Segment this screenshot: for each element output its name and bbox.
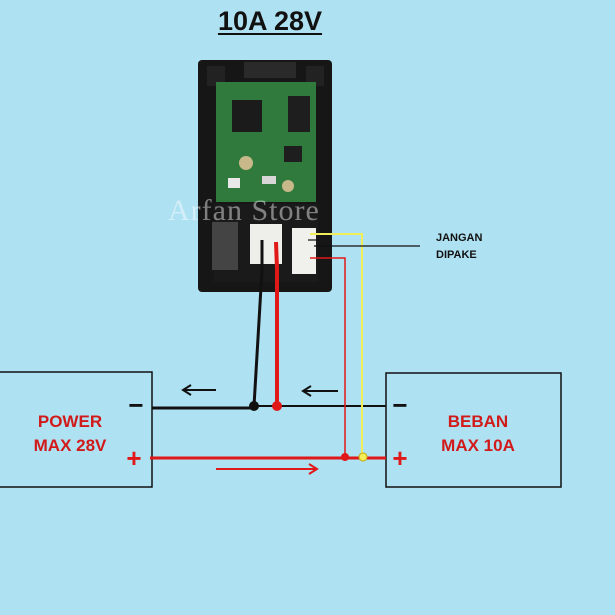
arrow-left-black-2 — [301, 385, 338, 397]
junction-yellow — [358, 452, 368, 462]
chip-side — [288, 96, 310, 132]
housing-tab — [244, 62, 296, 78]
load-box — [385, 372, 562, 488]
load-negative-sign: − — [392, 390, 407, 420]
load-label-line2: MAX 10A — [441, 436, 515, 455]
load-label-line1: BEBAN — [447, 412, 509, 431]
chip-main — [232, 100, 262, 132]
load-label: BEBAN MAX 10A — [418, 410, 538, 458]
wire-red-thin — [310, 257, 346, 456]
housing-clip-right — [306, 66, 324, 86]
load-positive-sign: + — [392, 443, 407, 473]
power-box — [0, 371, 153, 488]
junction-red — [272, 401, 282, 411]
trimmer-bottom — [282, 180, 294, 192]
diagram-title: 10A 28V — [217, 6, 323, 36]
trimmer-top — [239, 156, 253, 170]
unused-wire-note: JANGAN DIPAKE — [436, 230, 506, 264]
arrow-right-red — [216, 463, 319, 475]
wire-yellow — [310, 233, 363, 456]
shunt-block — [212, 222, 238, 270]
housing-clip-left — [207, 66, 225, 86]
junction-black — [249, 401, 259, 411]
power-label-line2: MAX 28V — [33, 436, 107, 455]
store-watermark: Arfan Store — [168, 194, 320, 227]
wire-red-thick — [274, 241, 279, 405]
connector-aux — [292, 228, 316, 274]
unused-wire-note-line2: DIPAKE — [436, 249, 477, 261]
arrow-left-black — [181, 384, 216, 396]
chip-regulator — [284, 146, 302, 162]
component-white — [228, 178, 240, 188]
power-label: POWER MAX 28V — [10, 410, 130, 458]
junction-red-thin — [341, 453, 349, 461]
power-label-line1: POWER — [37, 412, 103, 431]
unused-wire-note-line1: JANGAN — [436, 232, 483, 244]
power-positive-sign: + — [126, 443, 141, 473]
power-negative-sign: − — [128, 390, 143, 420]
meter-module — [198, 60, 332, 292]
component-resistor — [262, 176, 276, 184]
